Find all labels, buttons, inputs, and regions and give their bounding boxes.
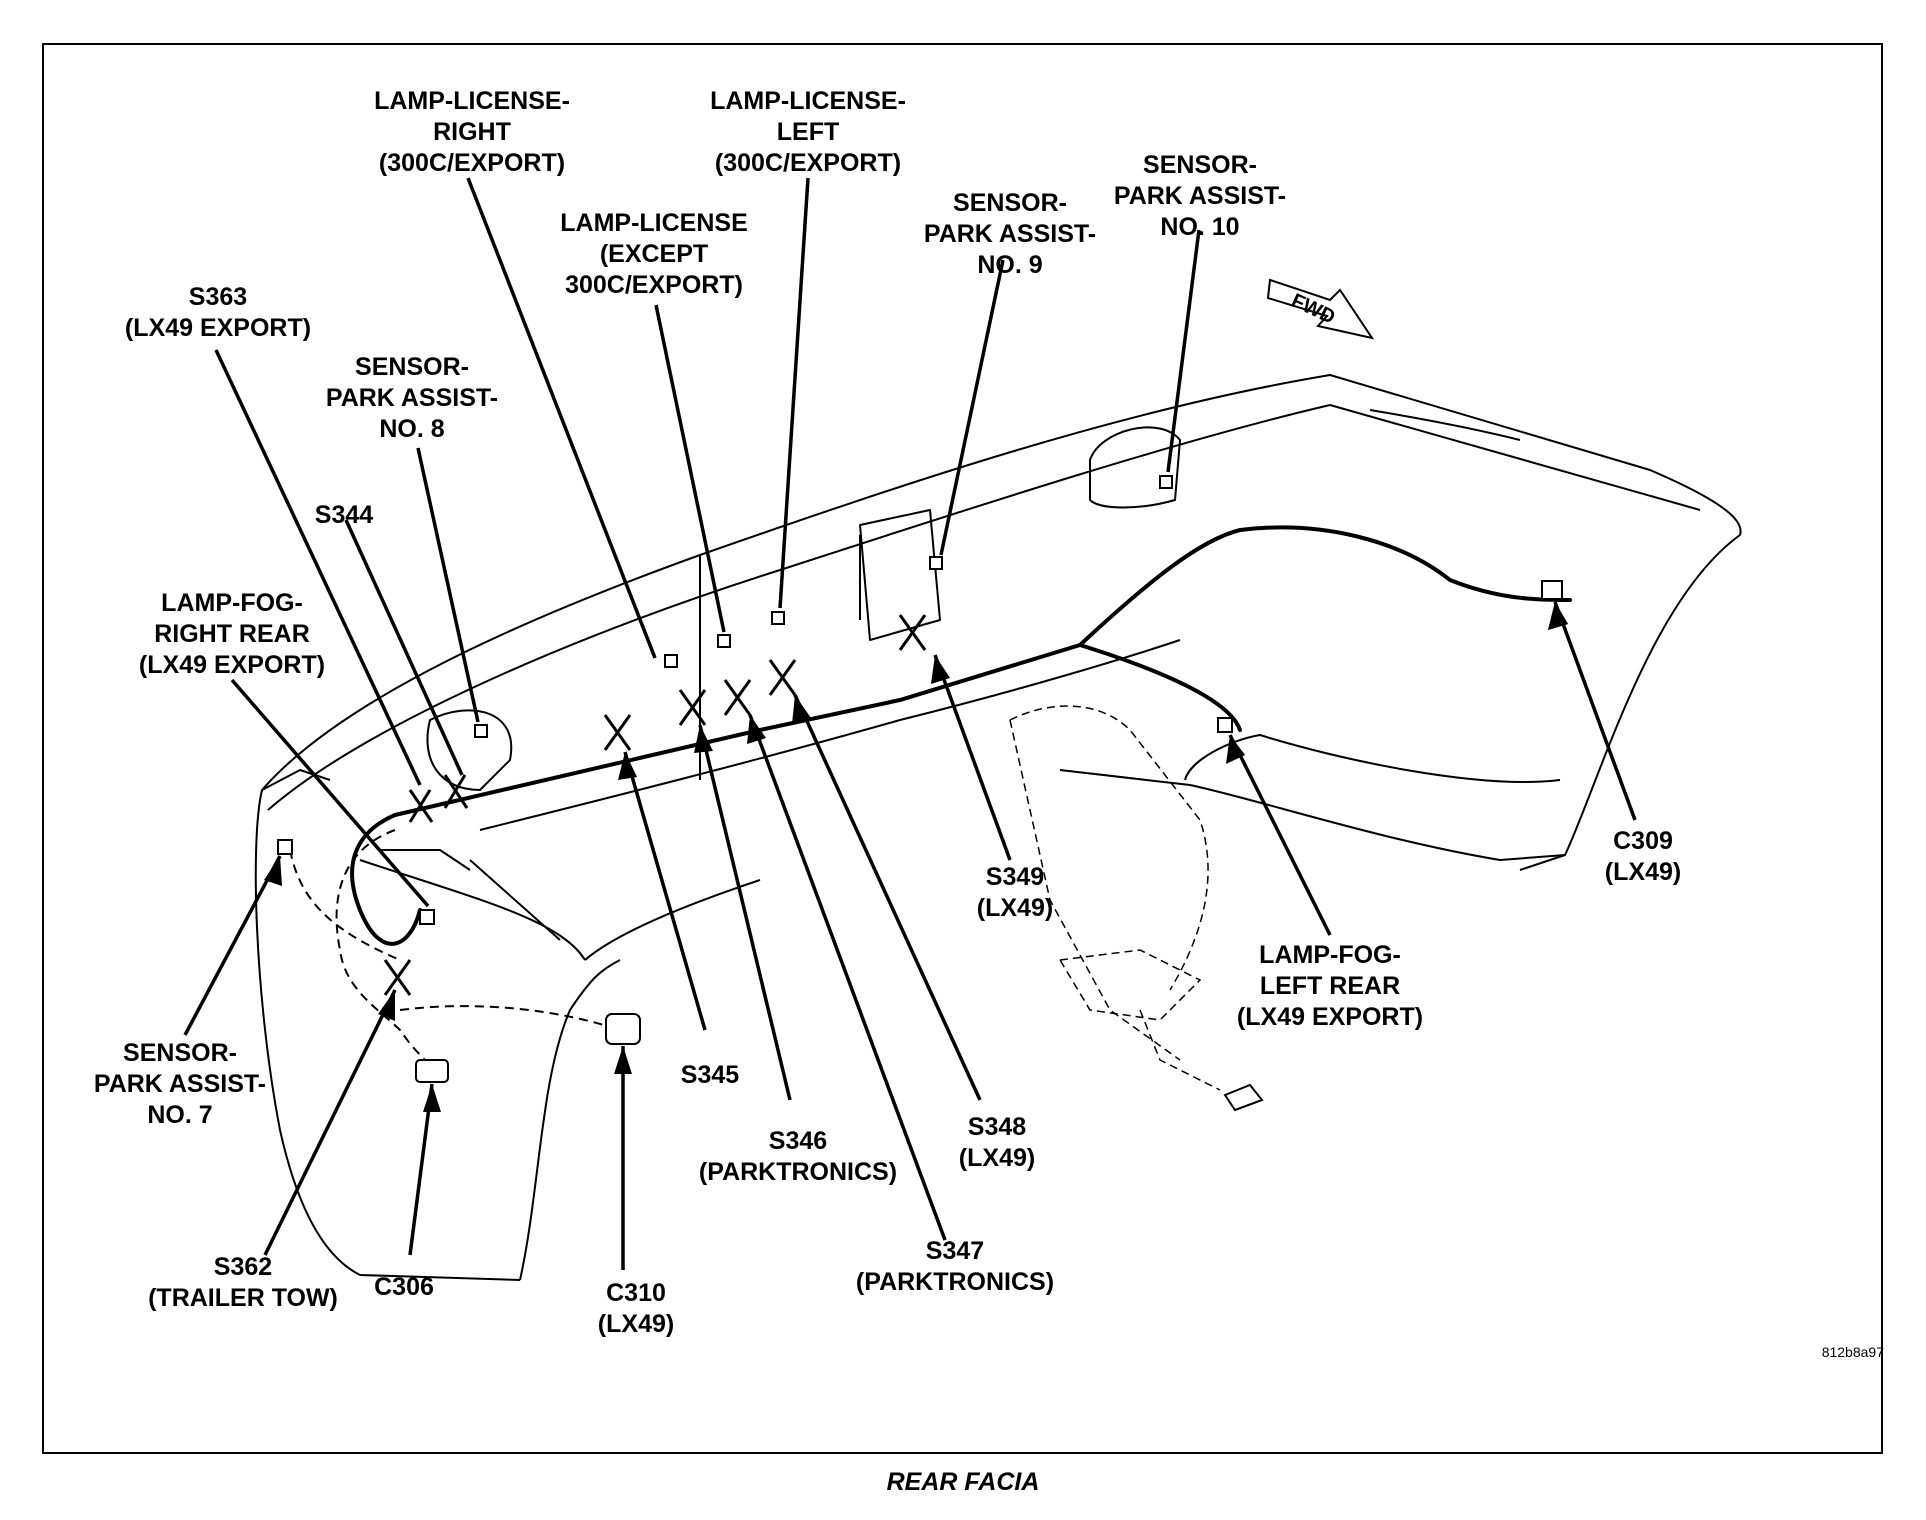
bumper-fascia-drawing [254, 374, 1742, 1281]
label-lamp-license-except: LAMP-LICENSE (EXCEPT 300C/EXPORT) [560, 209, 748, 299]
label-s345: S345 [680, 1061, 740, 1089]
label-sensor-park-assist-no10: SENSOR- PARK ASSIST- NO. 10 [1113, 151, 1287, 241]
harness-trailer-tow [289, 829, 621, 1081]
label-s346: S346 (PARKTRONICS) [698, 1127, 898, 1186]
label-lamp-license-right: LAMP-LICENSE- RIGHT (300C/EXPORT) [374, 87, 570, 177]
label-lamp-license-left: LAMP-LICENSE- LEFT (300C/EXPORT) [710, 87, 906, 177]
leader-arrowheads [264, 602, 1568, 1112]
label-s347: S347 (PARKTRONICS) [855, 1237, 1055, 1296]
figure-caption: REAR FACIA [886, 1468, 1040, 1496]
label-sensor-park-assist-no8: SENSOR- PARK ASSIST- NO. 8 [325, 353, 499, 443]
label-sensor-park-assist-no7: SENSOR- PARK ASSIST- NO. 7 [93, 1039, 267, 1129]
wiring-harness [350, 525, 1572, 946]
label-sensor-park-assist-no9: SENSOR- PARK ASSIST- NO. 9 [923, 189, 1097, 279]
diagram-frame [42, 43, 1883, 1454]
label-lamp-fog-right-rear: LAMP-FOG- RIGHT REAR (LX49 EXPORT) [138, 589, 326, 679]
hitch-cutout [1009, 705, 1221, 1091]
connectors [277, 475, 1563, 1112]
leader-lines [183, 177, 1637, 1270]
label-c309: C309 (LX49) [1604, 827, 1682, 886]
label-s363: S363 (LX49 EXPORT) [124, 283, 312, 342]
label-c310: C310 (LX49) [597, 1279, 675, 1338]
label-lamp-fog-left-rear: LAMP-FOG- LEFT REAR (LX49 EXPORT) [1236, 941, 1424, 1031]
label-s344: S344 [314, 501, 374, 529]
fwd-arrow: FWD [1266, 278, 1375, 340]
label-s349: S349 (LX49) [976, 863, 1054, 922]
figure-id: 812b8a97 [1821, 1344, 1884, 1360]
label-s362: S362 (TRAILER TOW) [148, 1253, 338, 1312]
splice-marks [383, 614, 927, 996]
label-s348: S348 (LX49) [958, 1113, 1036, 1172]
label-c306: C306 [374, 1273, 434, 1301]
